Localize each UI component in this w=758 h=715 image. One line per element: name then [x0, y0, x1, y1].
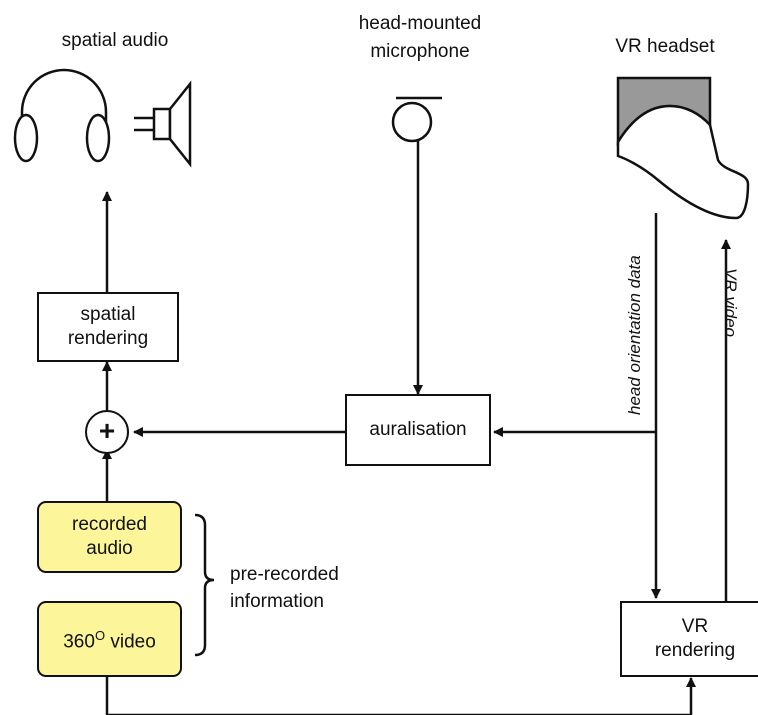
spatial-rendering-line2: rendering	[67, 328, 149, 349]
video-360-box: 360O video	[37, 601, 182, 677]
prerecorded-label-line2: information	[230, 591, 324, 612]
microphone-label-line1: head-mounted	[358, 13, 482, 34]
recorded-audio-line1: recorded	[72, 514, 147, 535]
video-360-label: 360O video	[63, 627, 156, 653]
sum-node: +	[85, 410, 129, 454]
prerecorded-label-line1: pre-recorded	[230, 564, 339, 585]
vr-rendering-line2: rendering	[654, 640, 736, 661]
head-orientation-label: head orientation data	[625, 255, 644, 415]
connectors	[102, 141, 731, 715]
spatial-rendering-line1: spatial	[80, 304, 136, 325]
vr-rendering-box: VR rendering	[620, 601, 758, 677]
vr-rendering-line1: VR	[681, 616, 709, 637]
loudspeaker-icon	[134, 80, 192, 168]
headphones-icon	[13, 68, 111, 163]
spatial-rendering-box: spatial rendering	[37, 292, 179, 362]
vr-headset-label: VR headset	[615, 36, 715, 57]
recorded-audio-line2: audio	[86, 538, 133, 559]
pre-recorded-brace	[194, 513, 215, 657]
recorded-audio-box: recorded audio	[37, 501, 182, 573]
vr-headset-icon	[616, 76, 750, 220]
microphone-icon	[391, 96, 442, 143]
microphone-label-line2: microphone	[370, 41, 470, 62]
arrow-360video-to-vr-rendering	[105, 677, 696, 715]
auralisation-box: auralisation	[345, 394, 491, 466]
vr-video-label: VR video	[721, 268, 740, 337]
spatial-audio-label: spatial audio	[61, 30, 169, 51]
